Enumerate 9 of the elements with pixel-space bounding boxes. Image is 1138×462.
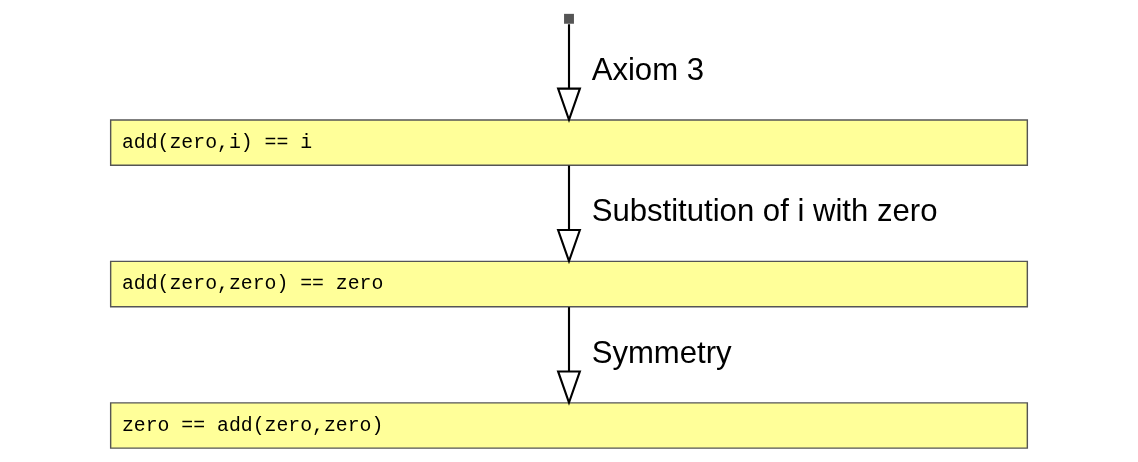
arrow bbox=[556, 165, 582, 265]
edge-label: Substitution of i with zero bbox=[591, 193, 938, 229]
node-box: add(zero,zero) == zero bbox=[109, 260, 1029, 308]
node-box: zero == add(zero,zero) bbox=[109, 402, 1029, 449]
edge-label: Symmetry bbox=[591, 334, 732, 370]
arrow bbox=[556, 24, 582, 123]
node-box: add(zero,i) == i bbox=[109, 119, 1029, 166]
arrow bbox=[556, 307, 582, 406]
edge-label: Axiom 3 bbox=[591, 51, 705, 87]
